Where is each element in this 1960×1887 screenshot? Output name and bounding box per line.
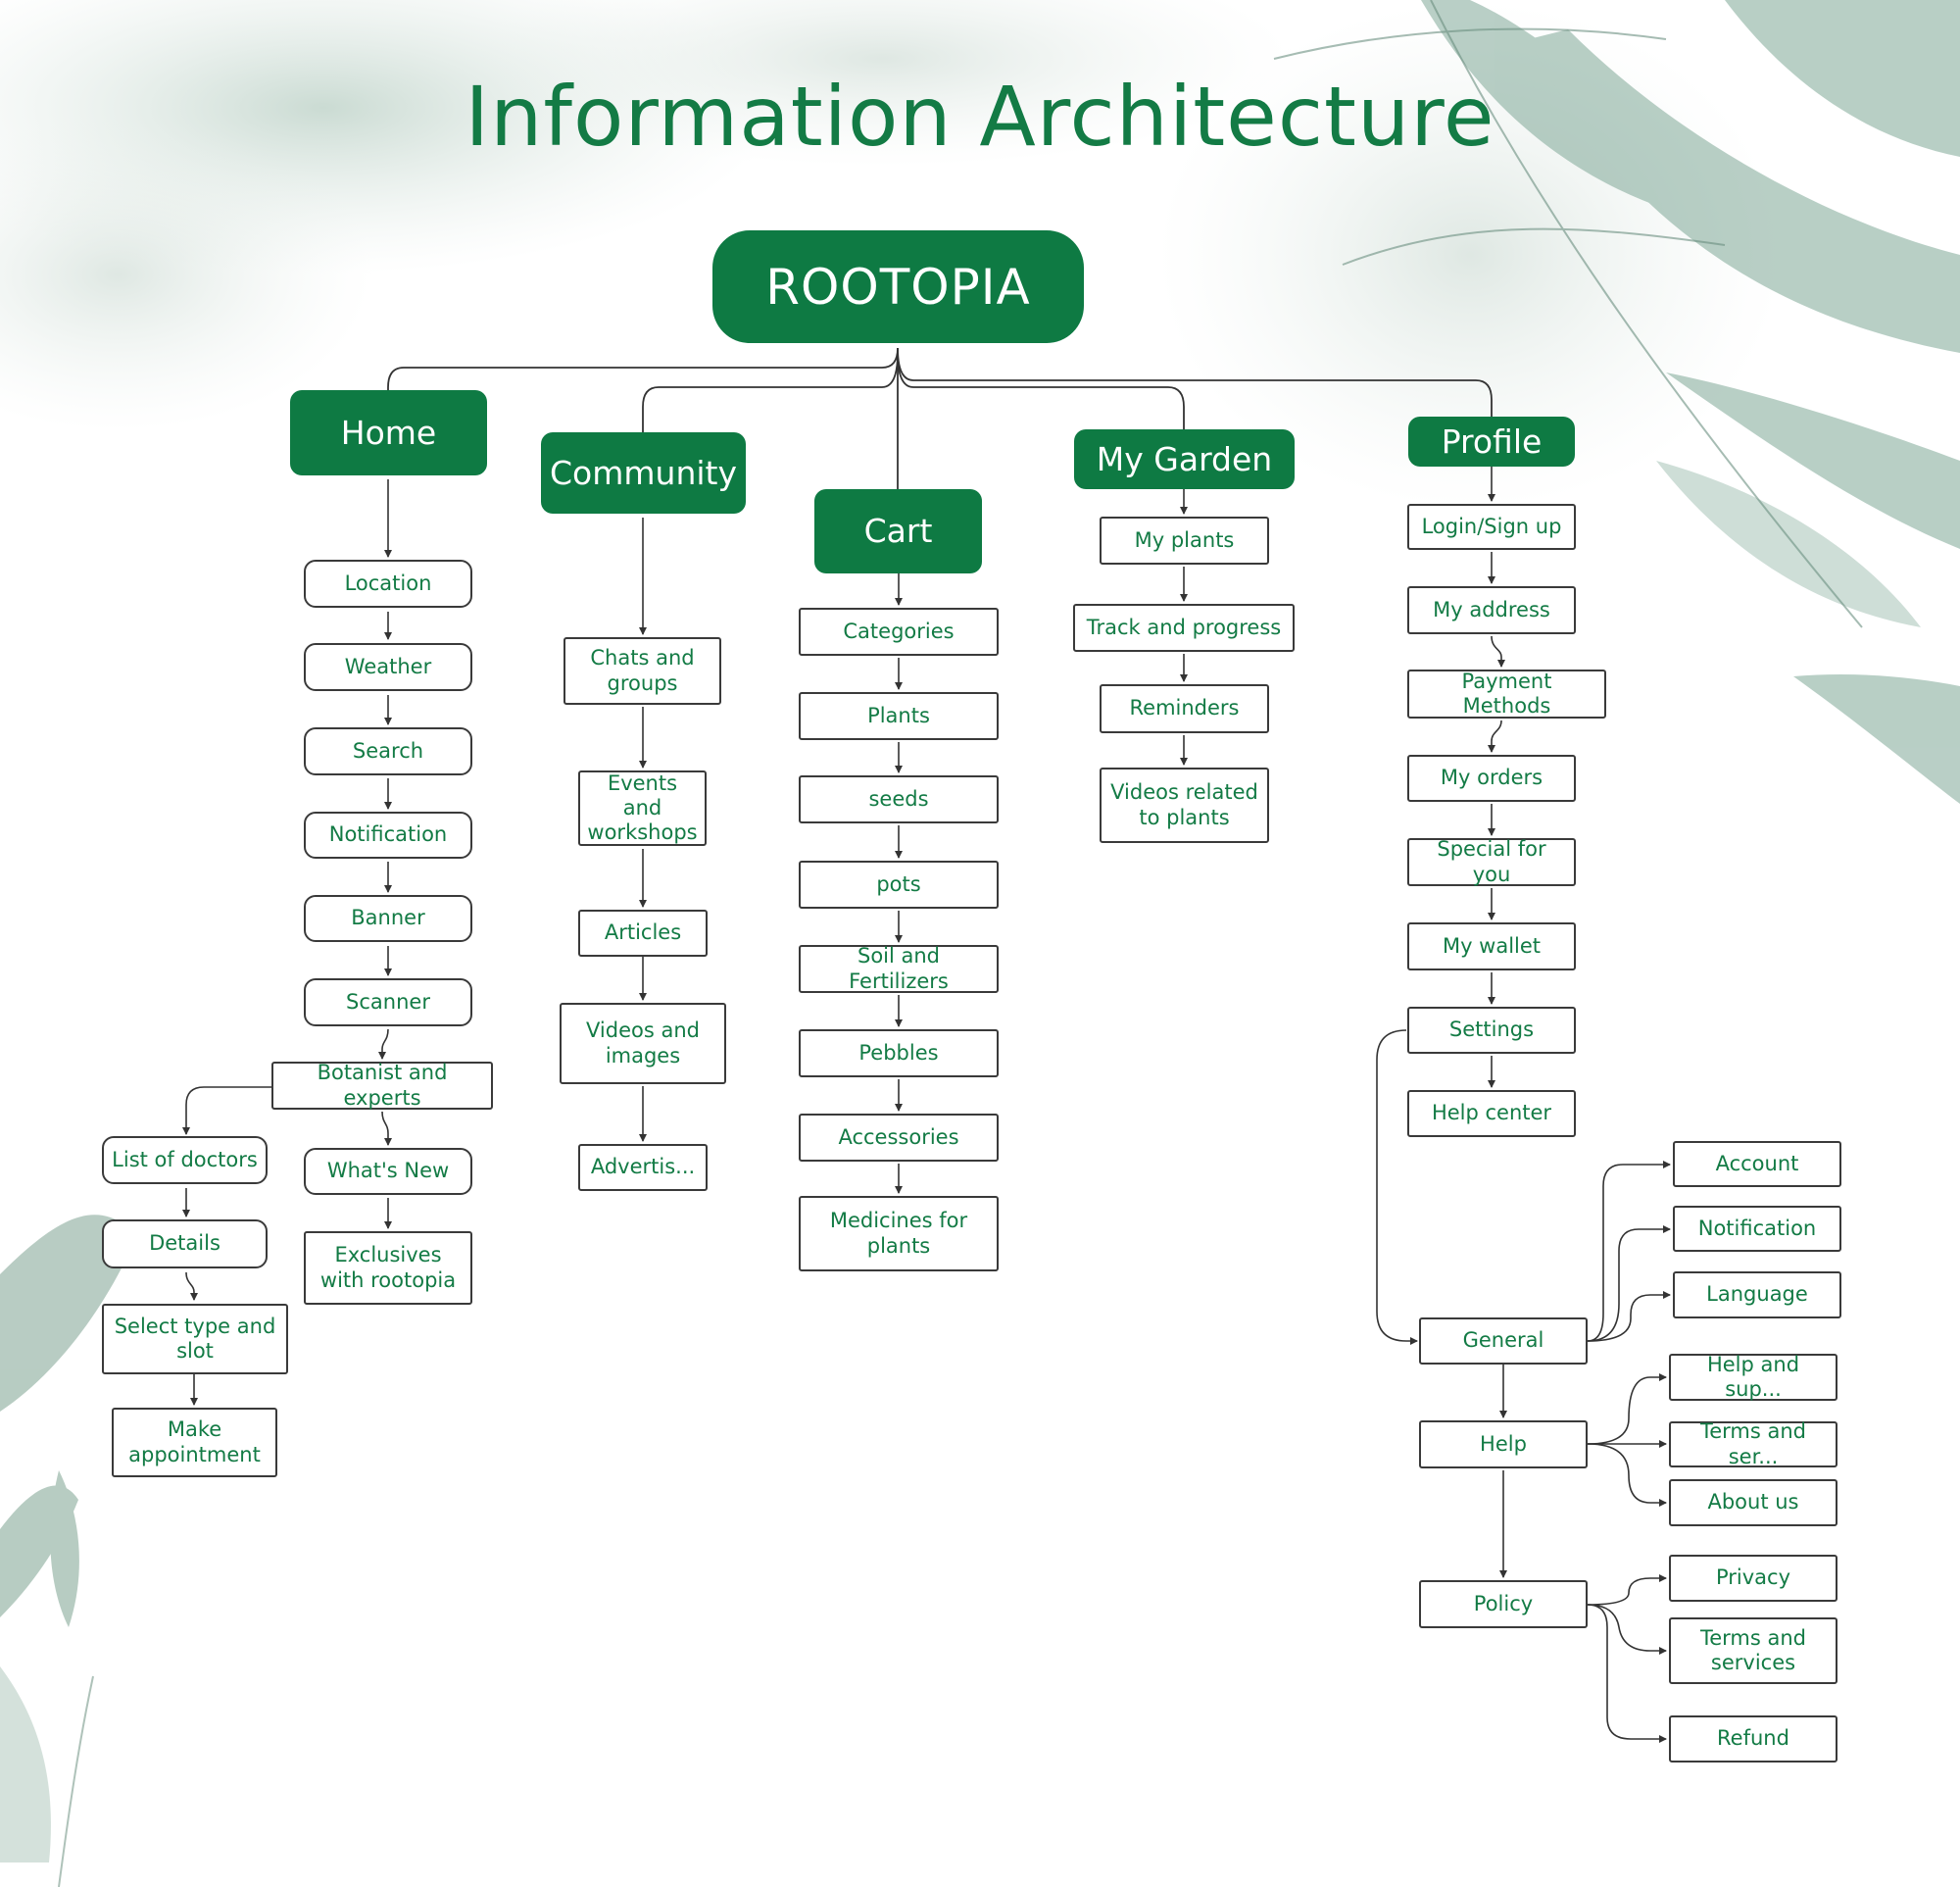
community-item-videos-and-images: Videos and images — [560, 1003, 726, 1084]
profile-item-my-address: My address — [1407, 586, 1576, 634]
help-terms-and-services: Terms and ser... — [1669, 1419, 1838, 1468]
general-account: Account — [1673, 1141, 1841, 1187]
profile-item-login-sign-up: Login/Sign up — [1407, 504, 1576, 550]
general-notification: Notification — [1673, 1206, 1841, 1252]
cart-item-pots: pots — [799, 861, 999, 909]
home-doctor-details: Details — [102, 1219, 268, 1268]
general-language: Language — [1673, 1271, 1841, 1318]
home-doctor-select-type-and-slot: Select type and slot — [102, 1304, 288, 1374]
home-item-whats-new: What's New — [304, 1148, 472, 1195]
section-cart: Cart — [814, 489, 982, 573]
community-item-advertisements: Advertis... — [578, 1144, 708, 1191]
policy-refund: Refund — [1669, 1715, 1838, 1763]
settings-general: General — [1419, 1317, 1588, 1365]
home-item-banner: Banner — [304, 895, 472, 942]
profile-item-my-wallet: My wallet — [1407, 922, 1576, 970]
section-profile: Profile — [1408, 417, 1575, 467]
root-node: ROOTOPIA — [712, 230, 1084, 343]
home-item-location: Location — [304, 560, 472, 608]
profile-item-settings: Settings — [1407, 1007, 1576, 1054]
page-title: Information Architecture — [465, 69, 1495, 165]
home-item-scanner: Scanner — [304, 978, 472, 1026]
settings-policy: Policy — [1419, 1580, 1588, 1628]
eucalyptus-leaf-icon — [1421, 0, 1960, 804]
cart-item-medicines-for-plants: Medicines for plants — [799, 1196, 999, 1271]
policy-terms-and-services: Terms and services — [1669, 1617, 1838, 1684]
section-community: Community — [541, 432, 746, 514]
cart-item-seeds: seeds — [799, 775, 999, 823]
home-doctor-list-of-doctors: List of doctors — [102, 1136, 268, 1184]
policy-privacy: Privacy — [1669, 1555, 1838, 1602]
profile-item-special-for-you: Special for you — [1407, 837, 1576, 886]
profile-item-help-center: Help center — [1407, 1090, 1576, 1137]
profile-item-payment-methods: Payment Methods — [1407, 670, 1606, 719]
garden-item-my-plants: My plants — [1100, 517, 1269, 565]
home-item-search: Search — [304, 727, 472, 775]
home-item-exclusives: Exclusives with rootopia — [304, 1231, 472, 1305]
home-item-botanist-and-experts: Botanist and experts — [271, 1061, 493, 1110]
cart-item-categories: Categories — [799, 608, 999, 656]
help-about-us: About us — [1669, 1479, 1838, 1526]
home-item-notification: Notification — [304, 812, 472, 859]
community-item-articles: Articles — [578, 910, 708, 957]
profile-item-my-orders: My orders — [1407, 755, 1576, 802]
garden-item-track-and-progress: Track and progress — [1073, 604, 1295, 652]
garden-item-videos-related-to-plants: Videos related to plants — [1100, 768, 1269, 843]
cart-item-accessories: Accessories — [799, 1114, 999, 1162]
help-help-and-support: Help and sup... — [1669, 1353, 1838, 1401]
garden-item-reminders: Reminders — [1100, 684, 1269, 733]
section-my-garden: My Garden — [1074, 429, 1295, 489]
settings-help: Help — [1419, 1420, 1588, 1468]
community-item-events-and-workshops: Events and workshops — [578, 770, 707, 846]
cart-item-plants: Plants — [799, 692, 999, 740]
leaf-stem-icon — [58, 1675, 94, 1887]
section-home: Home — [290, 390, 487, 475]
cart-item-soil-and-fertilizers: Soil and Fertilizers — [799, 944, 999, 993]
leaf-icon — [0, 1215, 137, 1862]
home-item-weather: Weather — [304, 643, 472, 691]
home-doctor-make-appointment: Make appointment — [112, 1408, 277, 1477]
cart-item-pebbles: Pebbles — [799, 1029, 999, 1077]
leaf-stem-icon — [1273, 0, 1863, 628]
community-item-chats-and-groups: Chats and groups — [564, 637, 721, 705]
